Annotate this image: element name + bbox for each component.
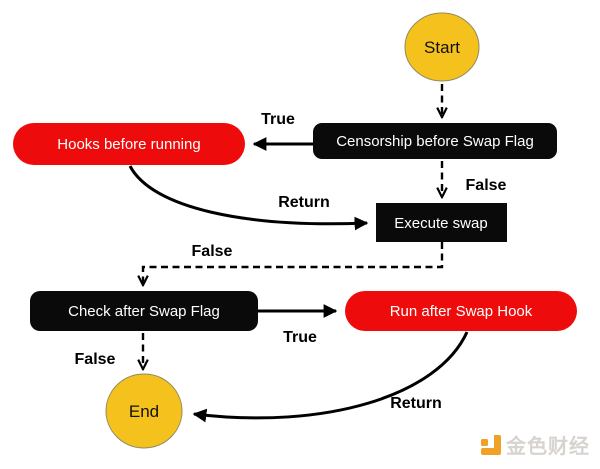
node-end-label: End: [129, 402, 159, 421]
edge-label-false-mid: False: [192, 243, 233, 260]
node-check-after-label: Check after Swap Flag: [68, 303, 220, 320]
edge-label-false-top: False: [466, 177, 507, 194]
node-end: [105, 373, 183, 449]
watermark-text: 金色财经: [505, 434, 590, 458]
node-check-after: [30, 291, 258, 331]
node-censorship-label: Censorship before Swap Flag: [336, 133, 534, 150]
node-execute-swap: [376, 203, 507, 242]
edge-label-true-bottom: True: [283, 329, 317, 346]
node-run-after: [345, 291, 577, 331]
edge-label-true-top: True: [261, 111, 295, 128]
edge-run-return-to-end: [192, 331, 469, 423]
edge-label-return-top: Return: [278, 194, 330, 211]
node-start: [404, 12, 480, 82]
edge-label-false-bottom: False: [75, 351, 116, 368]
edge-execute-to-check: [143, 242, 444, 284]
watermark-logo-icon: [481, 435, 501, 455]
node-hooks-before: [13, 123, 245, 165]
edge-hooks-return-to-execute: [128, 165, 369, 231]
node-execute-swap-label: Execute swap: [394, 215, 487, 232]
watermark: 金色财经: [481, 434, 590, 458]
node-run-after-label: Run after Swap Hook: [390, 303, 533, 320]
edge-label-return-bottom: Return: [390, 395, 442, 412]
node-start-label: Start: [424, 38, 460, 57]
node-hooks-before-label: Hooks before running: [57, 136, 200, 153]
node-censorship: [313, 123, 557, 159]
